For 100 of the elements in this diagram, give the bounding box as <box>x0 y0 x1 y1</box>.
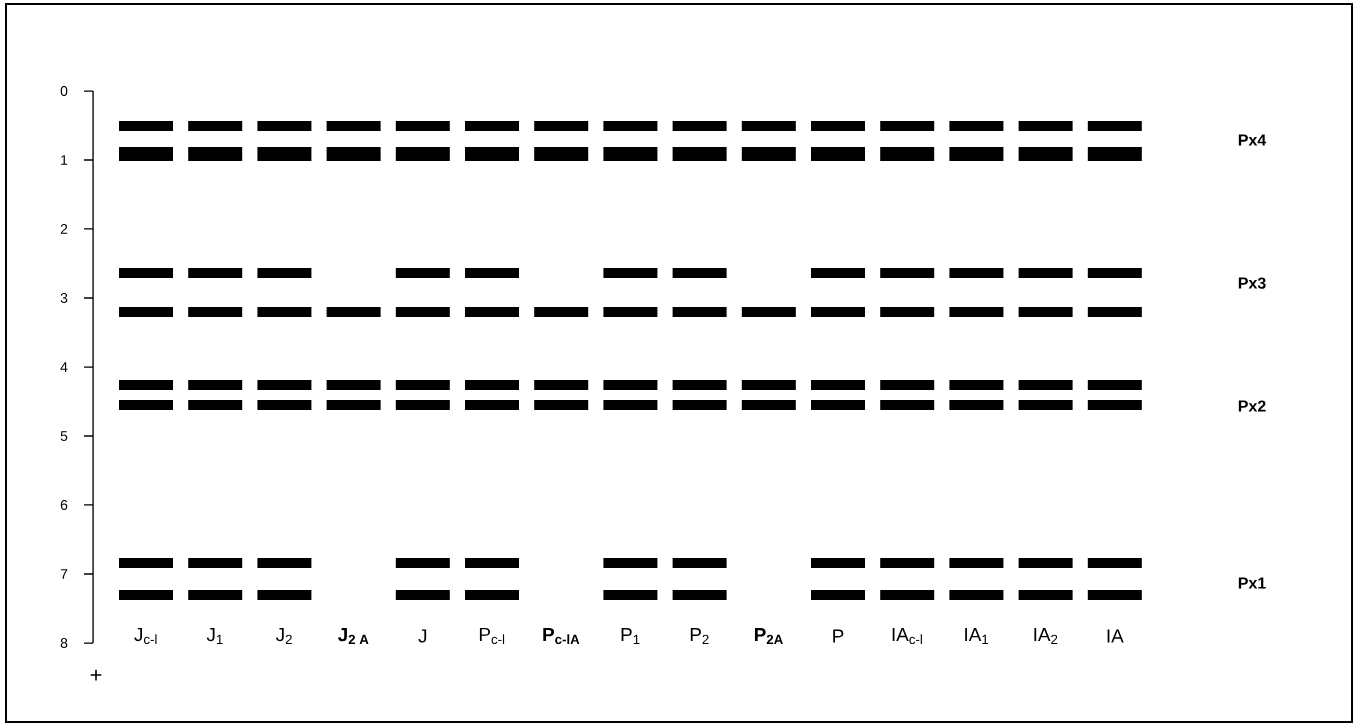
gel-band <box>534 147 589 161</box>
gel-band <box>395 307 450 317</box>
gel-band <box>880 590 935 601</box>
gel-band <box>603 399 658 410</box>
gel-band <box>119 590 173 601</box>
tick-label: 1 <box>61 155 68 165</box>
gel-band <box>1018 121 1073 131</box>
gel-band <box>465 307 519 317</box>
gel-band <box>395 267 450 278</box>
gel-band <box>257 147 312 161</box>
lane-label: P$_{c-l}$ <box>479 627 505 645</box>
gel-band <box>880 379 935 390</box>
gel-band <box>603 147 658 161</box>
gel-band <box>257 399 312 410</box>
gel-band <box>326 121 381 131</box>
gel-band <box>949 399 1004 410</box>
gel-band <box>880 267 935 278</box>
gel-band <box>257 379 312 390</box>
gel-band <box>188 590 243 601</box>
gel-band <box>1087 307 1142 317</box>
gel-band <box>880 558 935 569</box>
gel-band <box>465 121 519 131</box>
gel-band <box>1087 590 1142 601</box>
gel-band <box>188 379 243 390</box>
gel-band <box>534 379 589 390</box>
gel-band <box>1018 267 1073 278</box>
gel-band <box>672 379 727 390</box>
gel-band <box>949 379 1004 390</box>
lane-label: J$_{c-l}$ <box>134 627 157 645</box>
gel-band <box>949 590 1004 601</box>
gel-band <box>1018 307 1073 317</box>
lane-label: P <box>833 629 844 643</box>
gel-band <box>603 590 658 601</box>
gel-band <box>1087 267 1142 278</box>
gel-band <box>1087 379 1142 390</box>
gel-band <box>741 121 796 131</box>
gel-band <box>672 267 727 278</box>
gel-band <box>603 121 658 131</box>
gel-band <box>188 147 243 161</box>
gel-band <box>257 307 312 317</box>
gel-band <box>119 307 173 317</box>
tick-label: 4 <box>60 362 68 372</box>
lane-label: P$_{2}$ <box>690 628 709 644</box>
band-label: Px3 <box>1238 277 1266 289</box>
gel-band <box>741 379 796 390</box>
gel-band <box>1087 558 1142 569</box>
band-label: Px4 <box>1238 134 1267 146</box>
gel-band <box>1087 121 1142 131</box>
gel-band <box>672 121 727 131</box>
tick-label: 8 <box>60 638 68 649</box>
gel-band <box>119 379 173 390</box>
gel-band <box>1087 147 1142 161</box>
lane-label: P$_{c-lA}$ <box>543 627 580 645</box>
gel-band <box>188 558 243 569</box>
lane-label: J$_{1}$ <box>206 628 223 644</box>
gel-band <box>534 121 589 131</box>
lane-label: IA$_{c-l}$ <box>892 627 922 645</box>
gel-band <box>395 379 450 390</box>
gel-band <box>395 590 450 601</box>
gel-band <box>1087 399 1142 410</box>
gel-band <box>257 267 312 278</box>
gel-band <box>119 399 173 410</box>
lane-label: IA$_{1}$ <box>965 628 989 644</box>
gel-band <box>672 399 727 410</box>
gel-band <box>465 558 519 569</box>
lane-label: J <box>418 629 427 643</box>
lane-label: J$_{2}$ <box>275 628 292 644</box>
gel-band <box>811 399 865 410</box>
gel-band <box>880 121 935 131</box>
tick-label: 2 <box>60 224 68 234</box>
gel-band <box>811 379 865 390</box>
plus-sign: + <box>90 669 102 681</box>
gel-band <box>672 147 727 161</box>
gel-band <box>188 399 243 410</box>
gel-band <box>119 121 173 131</box>
gel-band <box>949 147 1004 161</box>
gel-band <box>465 379 519 390</box>
gel-band <box>326 307 381 317</box>
gel-band <box>741 399 796 410</box>
band-label: Px1 <box>1238 577 1266 589</box>
gel-band <box>1018 147 1073 161</box>
gel-band <box>672 307 727 317</box>
band-label: Px2 <box>1238 400 1266 412</box>
gel-band <box>811 307 865 317</box>
gel-band <box>1018 558 1073 569</box>
gel-band <box>1018 590 1073 601</box>
gel-band <box>257 121 312 131</box>
lane-label: P$_{2A}$ <box>754 628 783 644</box>
gel-band <box>465 147 519 161</box>
gel-band <box>257 590 312 601</box>
gel-band <box>672 558 727 569</box>
tick-label: 3 <box>60 293 68 303</box>
gel-band <box>465 590 519 601</box>
gel-band <box>603 379 658 390</box>
gel-band <box>741 307 796 317</box>
tick-label: 5 <box>60 431 68 441</box>
gel-band <box>465 399 519 410</box>
gel-band <box>811 121 865 131</box>
gel-band <box>880 147 935 161</box>
gel-band <box>880 307 935 317</box>
